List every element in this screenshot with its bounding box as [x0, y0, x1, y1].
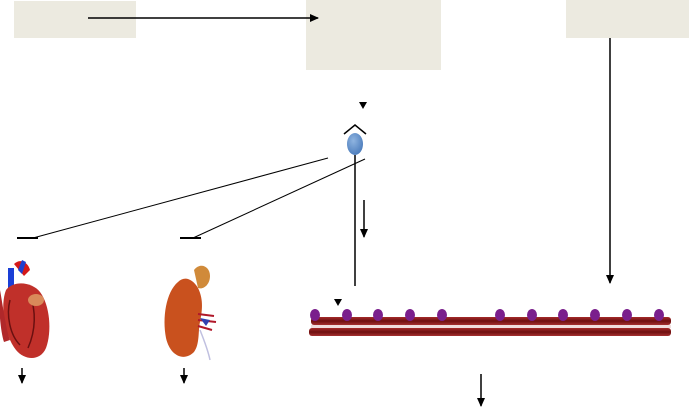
- receptor: [342, 309, 352, 321]
- center-text-box: [306, 0, 441, 70]
- receptor: [590, 309, 600, 321]
- receptors: [310, 309, 664, 321]
- receptor: [310, 309, 320, 321]
- vessel-triangle-marker: [334, 299, 342, 306]
- receptor: [495, 309, 505, 321]
- receptor: [558, 309, 568, 321]
- kidney-icon: [164, 265, 217, 361]
- blue-cell-icon: [343, 124, 367, 155]
- receptor: [654, 309, 664, 321]
- left-text-box: [14, 1, 136, 38]
- small-triangle-marker: [359, 102, 367, 109]
- heart-icon: [0, 260, 50, 358]
- line-cell-to-heart: [32, 157, 329, 239]
- receptor: [405, 309, 415, 321]
- right-text-box: [566, 0, 689, 38]
- receptor: [373, 309, 383, 321]
- receptor: [622, 309, 632, 321]
- receptor: [527, 309, 537, 321]
- line-cell-to-kidney: [192, 158, 366, 239]
- blood-vessel-icon: [309, 317, 671, 336]
- receptor: [437, 309, 447, 321]
